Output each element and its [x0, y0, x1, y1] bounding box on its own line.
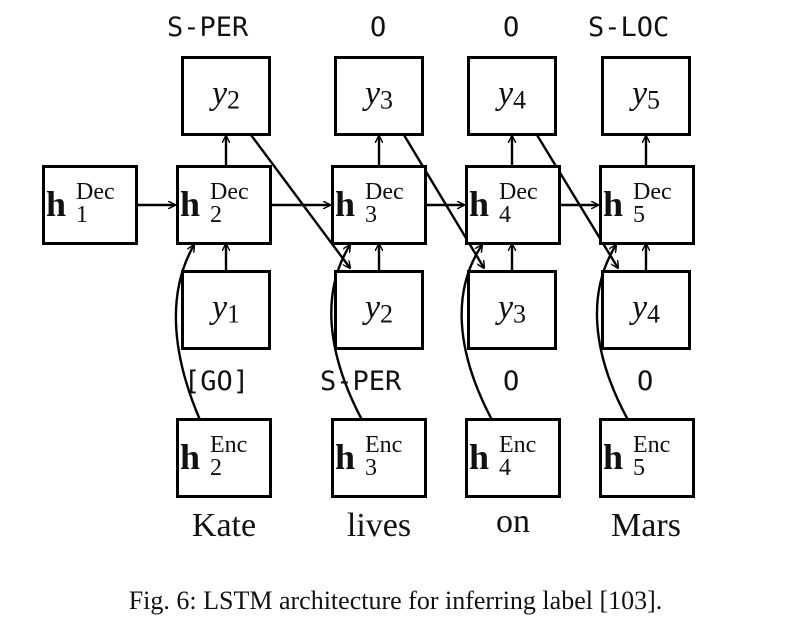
- state-superscript: Dec: [76, 179, 115, 205]
- output-var-index: 4: [513, 85, 527, 115]
- state-superscript: Enc: [210, 432, 248, 458]
- state-superscript: Dec: [499, 179, 538, 205]
- input-box-4: y4: [601, 270, 691, 350]
- state-subscript: 5: [633, 202, 645, 228]
- input-word-1: Kate: [191, 507, 257, 544]
- arrow-out4-feedback: [535, 134, 618, 268]
- output-label-1: S-PER: [167, 12, 249, 43]
- input-box-1: y1: [181, 270, 271, 350]
- output-var-letter: y: [497, 74, 514, 112]
- state-letter: h: [603, 184, 624, 224]
- input-box-2: y2: [334, 270, 424, 350]
- input-var-letter: y: [211, 288, 228, 326]
- state-subscript: 3: [365, 202, 377, 228]
- output-label-3: O: [503, 12, 520, 43]
- state-letter: h: [180, 437, 201, 477]
- state-subscript: 1: [76, 202, 88, 228]
- output-label-2: O: [370, 12, 387, 43]
- state-letter: h: [335, 184, 356, 224]
- state-letter: h: [469, 437, 490, 477]
- input-label-4: O: [637, 366, 654, 397]
- output-box-2: y3: [334, 56, 424, 136]
- state-subscript: 4: [499, 202, 511, 228]
- arrow-enc4-to-dec4: [460, 245, 494, 421]
- input-word-3: on: [496, 503, 530, 540]
- input-box-3: y3: [467, 270, 557, 350]
- input-var-index: 4: [647, 299, 661, 329]
- arrow-enc3-to-dec3: [330, 245, 364, 421]
- input-var-letter: y: [364, 288, 381, 326]
- state-superscript: Dec: [633, 179, 672, 205]
- input-label-2: S-PER: [320, 366, 402, 397]
- output-label-4: S-LOC: [588, 12, 670, 43]
- output-var-letter: y: [211, 74, 228, 112]
- state-letter: h: [469, 184, 490, 224]
- state-subscript: 2: [210, 202, 222, 228]
- input-word-4: Mars: [611, 507, 681, 544]
- output-var-letter: y: [364, 74, 381, 112]
- arrow-enc2-to-dec2: [174, 245, 202, 421]
- figure-caption: Fig. 6: LSTM architecture for inferring …: [128, 586, 663, 615]
- state-superscript: Enc: [633, 432, 671, 458]
- arrow-enc5-to-dec5: [595, 245, 630, 421]
- input-var-letter: y: [631, 288, 648, 326]
- input-var-index: 1: [227, 299, 241, 329]
- input-label-1: [GO]: [184, 366, 250, 397]
- output-box-1: y2: [181, 56, 271, 136]
- state-superscript: Enc: [499, 432, 537, 458]
- input-var-index: 2: [380, 299, 394, 329]
- output-box-4: y5: [601, 56, 691, 136]
- arrow-out2-feedback: [250, 134, 350, 268]
- arrow-out3-feedback: [402, 134, 484, 268]
- state-subscript: 3: [365, 455, 377, 481]
- input-word-2: lives: [346, 507, 412, 544]
- input-var-index: 3: [513, 299, 527, 329]
- state-subscript: 4: [499, 455, 511, 481]
- state-letter: h: [335, 437, 356, 477]
- input-label-3: O: [503, 366, 520, 397]
- output-var-letter: y: [631, 74, 648, 112]
- output-box-3: y4: [467, 56, 557, 136]
- output-var-index: 5: [647, 85, 661, 115]
- state-letter: h: [46, 184, 67, 224]
- state-subscript: 5: [633, 455, 645, 481]
- state-superscript: Enc: [365, 432, 403, 458]
- state-letter: h: [180, 184, 201, 224]
- state-letter: h: [603, 437, 624, 477]
- state-subscript: 2: [210, 455, 222, 481]
- output-var-index: 3: [380, 85, 394, 115]
- state-superscript: Dec: [365, 179, 404, 205]
- state-superscript: Dec: [210, 179, 249, 205]
- output-var-index: 2: [227, 85, 241, 115]
- input-var-letter: y: [497, 288, 514, 326]
